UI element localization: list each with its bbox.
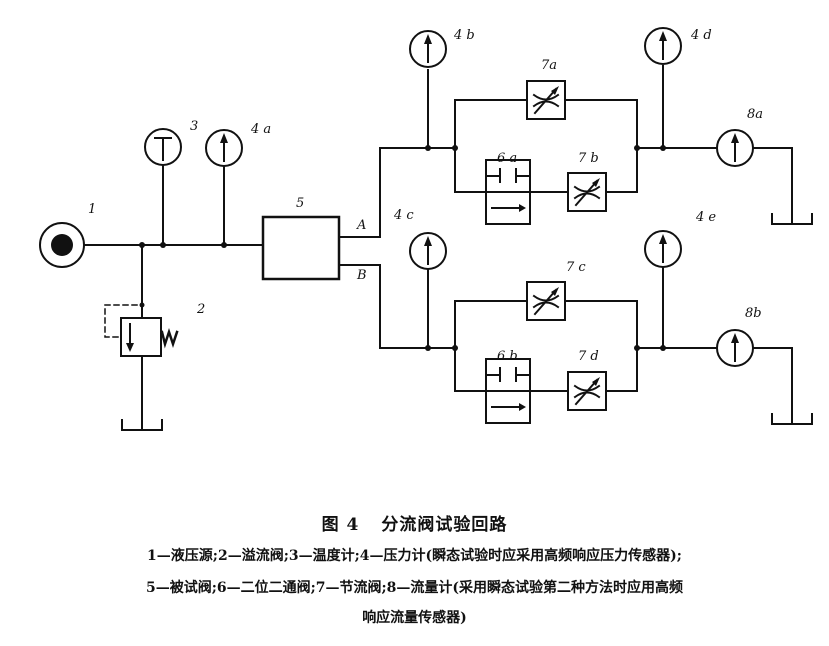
junction-dot: [452, 145, 458, 151]
figure-number: 图 4: [321, 515, 360, 535]
figure-title: 分流阀试验回路: [381, 515, 508, 535]
label-7a: 7a: [541, 58, 557, 73]
flow-meter-8a: [716, 129, 754, 167]
label-4d: 4 d: [690, 28, 712, 43]
legend-line-2: 5—被试阀;6—二位二通阀;7—节流阀;8—流量计(采用瞬态试验第二种方法时应用…: [145, 580, 684, 596]
pressure-gauge-4d: [644, 27, 682, 65]
two-way-valve-6a: [485, 159, 531, 225]
throttle-valve-7d: [567, 371, 607, 411]
label-B: B: [356, 268, 367, 283]
label-7c: 7 c: [566, 260, 586, 275]
label-8b: 8b: [745, 306, 762, 321]
pressure-gauge-4b: [409, 30, 447, 68]
label-4e: 4 e: [695, 210, 716, 225]
junction-dot: [139, 242, 145, 248]
label-5: 5: [296, 196, 304, 211]
supply-line: [84, 164, 264, 319]
junction-dot: [634, 345, 640, 351]
throttle-valve-7a: [526, 80, 566, 120]
hydraulic-source-1: [39, 222, 85, 268]
label-8a: 8a: [747, 107, 763, 122]
junction-dot: [160, 242, 166, 248]
label-4b: 4 b: [453, 28, 475, 43]
junction-dot: [660, 145, 666, 151]
pressure-gauge-4a: [205, 129, 243, 167]
junction-dot: [221, 242, 227, 248]
tested-valve-5: [261, 215, 341, 281]
throttle-valve-7b: [567, 172, 607, 212]
label-6a: 6 a: [497, 151, 517, 166]
label-7d: 7 d: [578, 349, 599, 364]
legend-line-3: 响应流量传感器): [362, 610, 467, 626]
label-1: 1: [88, 202, 96, 217]
junction-dot: [452, 345, 458, 351]
label-2: 2: [196, 302, 205, 317]
label-A: A: [356, 218, 366, 233]
label-7b: 7 b: [578, 151, 599, 166]
label-6b: 6 b: [497, 349, 518, 364]
hydraulic-circuit-diagram: 1 2 3 4 a 5 A B 4 b 4 d: [39, 27, 813, 431]
junction-dot: [139, 302, 145, 308]
pressure-gauge-4e: [644, 230, 682, 268]
label-4c: 4 c: [393, 208, 414, 223]
junction-dot: [425, 345, 431, 351]
figure-caption: 图 4 分流阀试验回路: [0, 510, 829, 535]
flow-meter-8b: [716, 329, 754, 367]
junction-dot: [425, 145, 431, 151]
relief-valve-2: [104, 304, 179, 431]
thermometer-3: [144, 128, 182, 166]
two-way-valve-6b: [485, 358, 531, 424]
junction-dot: [660, 345, 666, 351]
junction-dot: [634, 145, 640, 151]
legend-line-1: 1—液压源;2—溢流阀;3—温度计;4—压力计(瞬态试验时应采用高频响应压力传感…: [147, 548, 682, 564]
label-3: 3: [190, 119, 198, 134]
pressure-gauge-4c: [409, 232, 447, 270]
throttle-valve-7c: [526, 281, 566, 321]
branch-b-lines: [338, 264, 813, 425]
label-4a: 4 a: [250, 122, 271, 137]
